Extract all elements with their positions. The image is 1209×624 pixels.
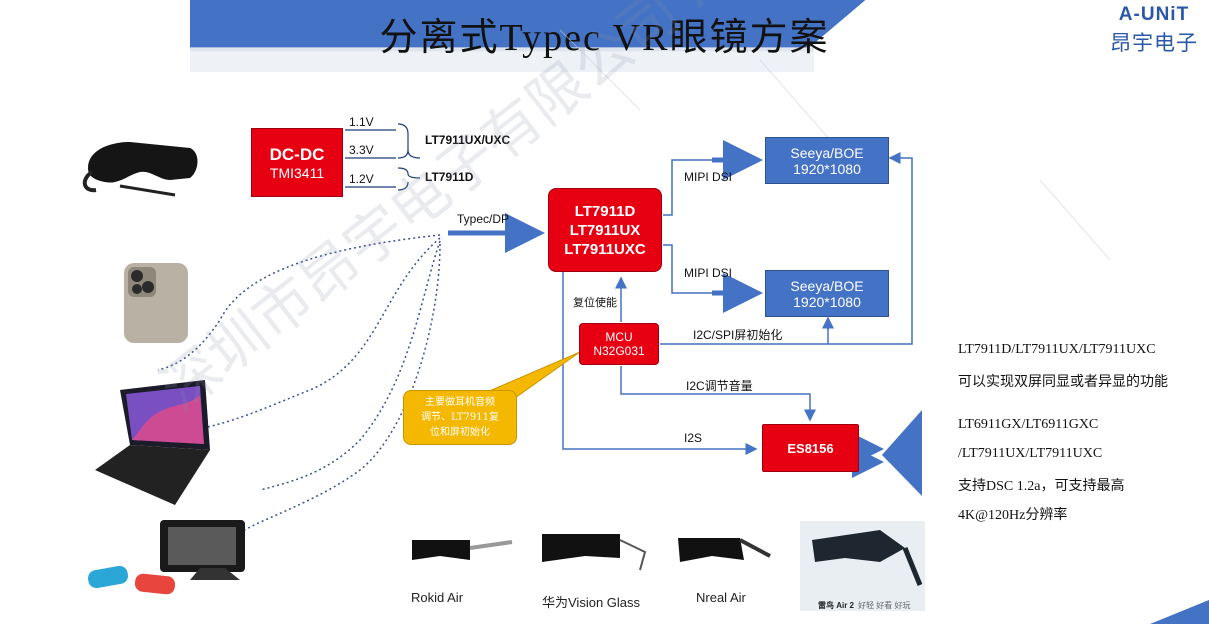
vr-glasses-icon	[82, 142, 198, 197]
page-title: 分离式Typec VR眼镜方案	[379, 17, 830, 59]
display-1-name: Seeya/BOE	[790, 144, 864, 161]
device-cables	[157, 234, 441, 531]
callout-line-1: 主要做耳机音频	[425, 397, 495, 408]
product-label-rokid: Rokid Air	[411, 590, 464, 605]
voltage-1-2v: 1.2V	[349, 172, 374, 186]
dcdc-title: DC-DC	[269, 144, 325, 164]
mcu-part: N32G031	[593, 344, 645, 358]
brand-logo: A-UNiT	[1118, 4, 1190, 25]
power-target-uxc: LT7911UX/UXC	[425, 133, 511, 147]
speaker-icon	[882, 410, 922, 496]
mcu-title: MCU	[605, 330, 633, 344]
main-bridge-chip: LT7911D LT7911UX LT7911UXC	[548, 188, 662, 272]
header-banner	[189, 0, 1020, 72]
product-rokid-image	[412, 540, 513, 560]
display-2-resolution: 1920*1080	[793, 293, 861, 310]
display-panel-2: Seeya/BOE 1920*1080	[765, 270, 889, 317]
note-2-line-4: 4K@120Hz分辨率	[958, 508, 1068, 523]
note-2-line-1: LT6911GX/LT6911GXC	[958, 417, 1099, 432]
product-tagline-raybird: 好轻 好看 好玩	[858, 601, 911, 610]
voltage-3-3v: 3.3V	[349, 143, 374, 157]
audio-chip-name: ES8156	[787, 440, 834, 456]
watermark-decoration	[559, 29, 1111, 261]
dcdc-part: TMI3411	[269, 164, 325, 181]
mipi-dsi-label-1: MIPI DSI	[684, 170, 733, 184]
note-2-line-3: 支持DSC 1.2a，可支持最高	[958, 479, 1125, 494]
i2c-spi-label: I2C/SPI屏初始化	[693, 328, 783, 342]
brand-logo-chinese: 昂宇电子	[1110, 31, 1198, 55]
i2s-label: I2S	[684, 431, 703, 445]
mipi-dsi-label-2: MIPI DSI	[684, 266, 733, 280]
chip-line-3: LT7911UXC	[564, 240, 646, 258]
chip-line-2: LT7911UX	[569, 221, 641, 239]
product-label-huawei: 华为Vision Glass	[542, 595, 641, 610]
product-raybird-image	[812, 530, 923, 586]
audio-codec-block: ES8156	[762, 424, 859, 472]
product-label-nreal: Nreal Air	[696, 590, 746, 605]
voltage-1-1v: 1.1V	[349, 115, 374, 129]
callout-line-2: 调节、LT7911复	[421, 412, 499, 423]
mcu-block: MCU N32G031	[579, 323, 659, 365]
note-1-line-1: LT7911D/LT7911UX/LT7911UXC	[958, 342, 1156, 357]
display-1-resolution: 1920*1080	[793, 160, 861, 177]
reset-enable-label: 复位使能	[573, 297, 617, 309]
product-nreal-image	[678, 538, 771, 562]
game-console-icon	[88, 520, 245, 595]
corner-decoration	[1150, 600, 1209, 624]
power-target-d: LT7911D	[425, 170, 474, 184]
power-brackets	[345, 123, 421, 191]
note-1-line-2: 可以实现双屏同显或者异显的功能	[958, 375, 1168, 390]
mcu-function-callout: 主要做耳机音频 调节、LT7911复 位和屏初始化	[403, 390, 517, 445]
product-huawei-image	[542, 534, 647, 571]
note-2-line-2: /LT7911UX/LT7911UXC	[958, 446, 1103, 461]
input-label: Typec/DP	[457, 212, 510, 226]
i2c-volume-label: I2C调节音量	[686, 379, 753, 393]
display-panel-1: Seeya/BOE 1920*1080	[765, 137, 889, 184]
display-2-name: Seeya/BOE	[790, 277, 864, 294]
smartphone-icon	[124, 263, 188, 343]
callout-line-3: 位和屏初始化	[430, 427, 490, 438]
product-label-raybird: 雷鸟 Air 2	[818, 601, 855, 610]
chip-line-1: LT7911D	[574, 202, 636, 220]
laptop-icon	[95, 380, 210, 505]
dcdc-converter-block: DC-DC TMI3411	[251, 128, 343, 197]
